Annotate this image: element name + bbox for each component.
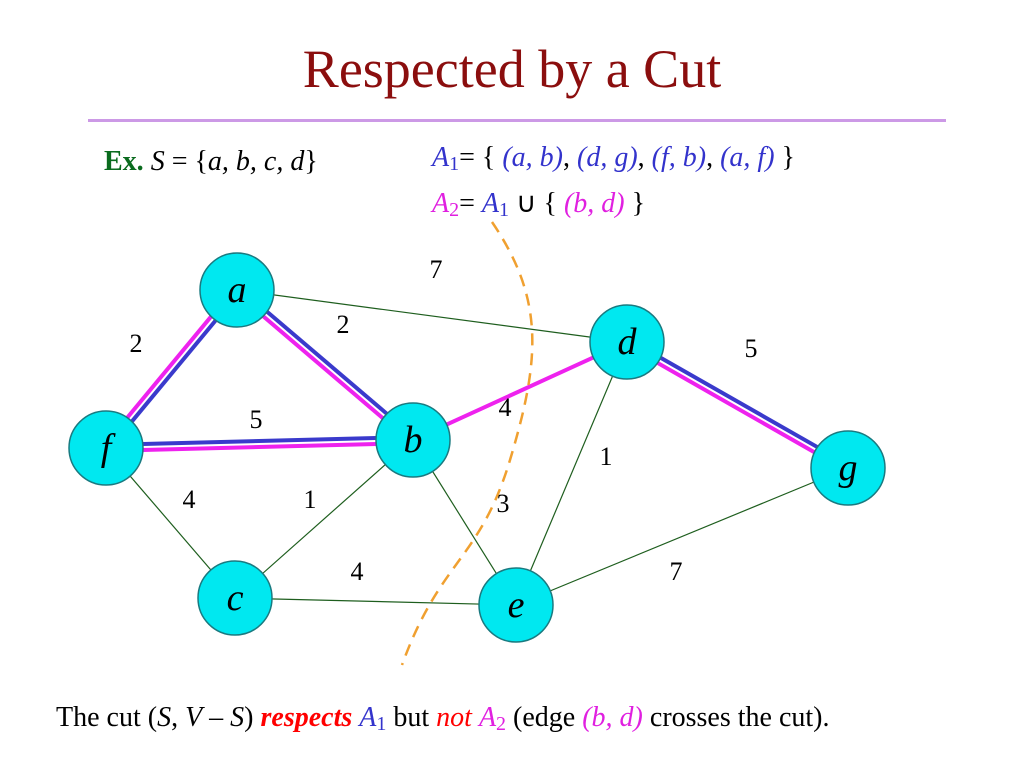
a1-edge: (a, f)	[720, 142, 775, 173]
caption-not: not	[436, 702, 472, 733]
edge-f-b	[142, 435, 376, 447]
edge-a-b	[261, 314, 385, 420]
edge-weight-label: 4	[499, 393, 512, 422]
title-divider	[88, 119, 946, 122]
a2-union: ∪ {	[509, 188, 564, 219]
caption-a1-sub: 1	[376, 713, 387, 735]
node-label: b	[404, 419, 423, 461]
edge-d-g	[659, 355, 819, 449]
a1-edge: (d, g)	[577, 142, 638, 173]
edge-weight-label: 5	[745, 334, 758, 363]
edge-c-e	[234, 597, 517, 606]
a2-equals: =	[459, 188, 482, 219]
edge-weight-label: 4	[351, 557, 364, 586]
caption: The cut (S, V – S) respects A1 but not A…	[56, 702, 830, 736]
caption-edge-open: (edge	[506, 702, 583, 733]
edge-sets: A1= { (a, b), (d, g), (f, b), (a, f) } A…	[432, 138, 795, 230]
caption-a2-name: A	[478, 702, 497, 733]
a1-name: A	[432, 142, 450, 173]
set-equals: = {	[164, 146, 208, 177]
a2-edge: (b, d)	[563, 188, 625, 219]
a2-sub: 2	[449, 199, 460, 221]
edge-weight-label: 1	[304, 485, 317, 514]
edge-c-b	[234, 439, 414, 599]
node-c	[197, 560, 273, 636]
edge-weight-label: 2	[337, 310, 350, 339]
caption-s2: S	[230, 702, 245, 733]
slide-title: Respected by a Cut	[302, 39, 722, 99]
a2-close: }	[624, 188, 646, 219]
a2-ref-name: A	[481, 188, 500, 219]
caption-respects: respects	[260, 702, 353, 733]
example-label: Ex.	[104, 146, 144, 177]
node-d	[589, 304, 665, 380]
caption-minus: –	[202, 702, 231, 733]
edge-d-g	[656, 361, 816, 455]
caption-a2-sub: 2	[496, 713, 507, 735]
caption-close-paren: )	[244, 702, 261, 733]
a1-close: }	[774, 142, 795, 173]
edge-weight-label: 2	[130, 329, 143, 358]
caption-but: but	[386, 702, 437, 733]
example-statement: Ex. S = {a, b, c, d}	[104, 146, 318, 178]
a1-sub: 1	[449, 153, 460, 175]
set-name-s: S	[150, 146, 165, 177]
a2-name: A	[432, 188, 450, 219]
edge-weight-label: 7	[430, 255, 443, 284]
node-label: e	[508, 584, 525, 626]
caption-comma: ,	[171, 702, 186, 733]
edge-e-g	[515, 467, 849, 606]
set-a1-line: A1= { (a, b), (d, g), (f, b), (a, f) }	[432, 142, 795, 175]
a2-ref-sub: 1	[499, 199, 510, 221]
edge-f-b	[143, 441, 377, 453]
node-a	[199, 252, 275, 328]
caption-text: The cut (	[56, 702, 158, 733]
cut-line	[400, 221, 534, 666]
node-label: d	[618, 321, 638, 363]
caption-edge-close: crosses the cut).	[642, 702, 830, 733]
set-close: }	[304, 146, 318, 177]
node-label: c	[227, 577, 244, 619]
edge-weight-label: 7	[670, 557, 683, 586]
edge-weight-label: 1	[600, 442, 613, 471]
caption-s: S	[157, 702, 172, 733]
node-label: a	[228, 269, 247, 311]
edge-weight-label: 3	[497, 489, 510, 518]
caption-a1-name: A	[359, 702, 377, 733]
set-a2-line: A2= A1 ∪ { (b, d) }	[432, 184, 795, 230]
a1-equals: = {	[459, 142, 503, 173]
caption-v: V	[185, 702, 203, 733]
edge-weight-label: 4	[183, 485, 196, 514]
edge-b-d	[445, 355, 595, 427]
edge-a-b	[265, 310, 389, 416]
a1-edge: (a, b)	[502, 142, 563, 173]
a1-edge: (f, b)	[651, 142, 707, 173]
edge-a-f	[125, 315, 213, 419]
edge-d-e	[515, 341, 628, 606]
node-e	[478, 567, 554, 643]
edge-weight-label: 5	[250, 405, 263, 434]
node-label: g	[839, 447, 858, 489]
node-b	[375, 402, 451, 478]
edge-a-d	[236, 289, 628, 343]
edge-a-f	[130, 319, 218, 423]
node-g	[810, 430, 886, 506]
node-f	[68, 410, 144, 486]
caption-edge: (b, d)	[582, 702, 643, 733]
set-members: a, b, c, d	[207, 146, 305, 177]
